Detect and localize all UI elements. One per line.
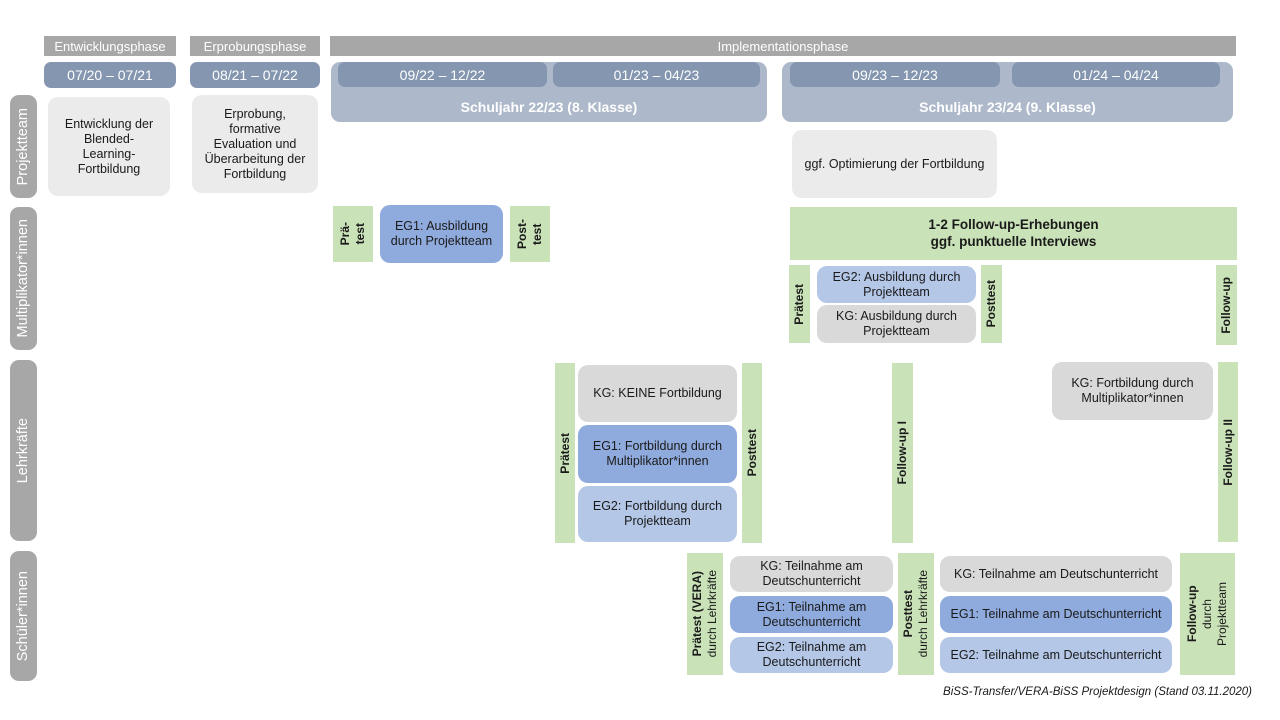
sidebar-row-projektteam: Projektteam [10, 95, 37, 198]
date-bar-0922-1222: 09/22 – 12/22 [338, 62, 547, 87]
bar-text: Follow-up II [1220, 418, 1235, 486]
box-erprobung-evaluation: Erprobung, formative Evaluation und Über… [192, 95, 318, 193]
box-eg2-ausbildung: EG2: Ausbildung durch Projektteam [817, 266, 976, 303]
phase-label: Erprobungsphase [203, 38, 307, 54]
date-label: 07/20 – 07/21 [67, 67, 153, 83]
bar-text: durch [1200, 598, 1214, 630]
box-text: KG: Ausbildung durch Projektteam [836, 309, 957, 338]
row-label: Projektteam [15, 107, 32, 186]
date-bar-0923-1223: 09/23 – 12/23 [790, 62, 1000, 87]
bar-followup-multiplikator: Follow-up [1216, 265, 1237, 345]
box-text: 1-2 Follow-up-Erhebungen [928, 217, 1099, 233]
bar-posttest-multiplikator-2: Posttest [981, 265, 1002, 343]
box-kg-keine-fortbildung: KG: KEINE Fortbildung [578, 365, 737, 422]
bar-praetest-multiplikator-1: Prä- test [333, 206, 373, 262]
box-text: KG: Teilnahme am Deutschunterricht [760, 559, 863, 588]
bar-text: Follow-up [1219, 276, 1233, 334]
bar-followup1-lehrkraefte: Follow-up I [892, 363, 913, 543]
box-eg1-fortbildung: EG1: Fortbildung durch Multiplikator*inn… [578, 425, 737, 483]
bar-text: Follow-up I [895, 421, 909, 485]
schoolyear-label: Schuljahr 22/23 (8. Klasse) [460, 99, 638, 115]
bar-text: Prä- [338, 222, 352, 246]
date-label: 09/22 – 12/22 [399, 66, 486, 83]
date-bar-0821-0722: 08/21 – 07/22 [190, 62, 320, 88]
box-kg-fortbildung-multiplikator: KG: Fortbildung durch Multiplikator*inne… [1052, 362, 1213, 420]
box-kg-teilnahme-2: KG: Teilnahme am Deutschunterricht [940, 556, 1172, 592]
box-eg2-fortbildung: EG2: Fortbildung durch Projektteam [578, 486, 737, 542]
bar-praetest-lehrkraefte: Prätest [555, 363, 575, 543]
box-text: EG2: Ausbildung durch Projektteam [832, 269, 961, 299]
box-text: EG1: Teilnahme am Deutschunterricht [756, 599, 867, 629]
box-text: KG: Fortbildung durch Multiplikator*inne… [1071, 376, 1194, 405]
date-bar-0124-0424: 01/24 – 04/24 [1012, 62, 1220, 87]
row-label: Schüler*innen [15, 570, 32, 662]
bar-posttest-lehrkraefte: Posttest [742, 363, 762, 543]
box-text: EG2: Teilnahme am Deutschunterricht [756, 640, 867, 669]
row-label: Multiplikator*innen [15, 219, 32, 338]
bar-text: Prätest [557, 432, 572, 474]
bar-text: durch Lehrkräfte [916, 570, 930, 658]
box-eg1-ausbildung: EG1: Ausbildung durch Projektteam [380, 205, 503, 263]
phase-bar-entwicklung: Entwicklungsphase [44, 36, 176, 56]
bar-followup-projektteam-schueler: Follow-up durch Projektteam [1180, 553, 1235, 675]
box-followup-erhebungen: 1-2 Follow-up-Erhebungen ggf. punktuelle… [790, 207, 1237, 260]
schoolyear-container-2324: 09/23 – 12/23 01/24 – 04/24 Schuljahr 23… [782, 62, 1233, 122]
bar-text: Posttest [744, 429, 759, 477]
box-text: EG1: Teilnahme am Deutschunterricht [950, 607, 1162, 621]
row-label: Lehrkräfte [15, 417, 32, 484]
date-label: 01/24 – 04/24 [1073, 66, 1159, 83]
bar-text: Projektteam [1215, 581, 1229, 647]
bar-text: Posttest [984, 280, 998, 328]
box-eg1-teilnahme-2: EG1: Teilnahme am Deutschunterricht [940, 596, 1172, 633]
diagram-caption: BiSS-Transfer/VERA-BiSS Projektdesign (S… [943, 686, 1252, 698]
phase-label: Entwicklungsphase [54, 38, 166, 54]
sidebar-row-schueler: Schüler*innen [10, 551, 37, 681]
phase-label: Implementationsphase [717, 38, 849, 54]
bar-text: test [530, 223, 544, 245]
bar-text: test [353, 223, 367, 245]
box-text: EG1: Ausbildung durch Projektteam [390, 219, 493, 248]
bar-text: Prätest [792, 283, 806, 325]
box-text: EG1: Fortbildung durch Multiplikator*inn… [592, 439, 723, 468]
phase-bar-implementation: Implementationsphase [330, 36, 1236, 56]
bar-praetest-multiplikator-2: Prätest [789, 265, 810, 343]
date-label: 01/23 – 04/23 [613, 66, 700, 83]
box-text: EG2: Teilnahme am Deutschunterricht [950, 647, 1162, 662]
bar-text: durch Lehrkräfte [705, 570, 719, 658]
box-optimierung-fortbildung: ggf. Optimierung der Fortbildung [792, 130, 997, 198]
box-entwicklung-fortbildung: Entwicklung der Blended-Learning-Fortbil… [48, 97, 170, 196]
box-text: ggf. punktuelle Interviews [930, 233, 1097, 249]
box-kg-teilnahme-1: KG: Teilnahme am Deutschunterricht [730, 556, 893, 592]
bar-posttest-multiplikator-1: Post- test [510, 206, 550, 262]
box-kg-ausbildung: KG: Ausbildung durch Projektteam [817, 305, 976, 343]
bar-praetest-vera-schueler: Prätest (VERA) durch Lehrkräfte [687, 553, 723, 675]
box-eg1-teilnahme-1: EG1: Teilnahme am Deutschunterricht [730, 596, 893, 633]
box-eg2-teilnahme-2: EG2: Teilnahme am Deutschunterricht [940, 637, 1172, 673]
date-label: 09/23 – 12/23 [852, 66, 938, 83]
sidebar-row-lehrkraefte: Lehrkräfte [10, 360, 37, 541]
bar-text: Post- [515, 219, 529, 249]
box-text: EG2: Fortbildung durch Projektteam [592, 499, 723, 528]
sidebar-row-multiplikator: Multiplikator*innen [10, 207, 37, 350]
bar-text: Posttest [901, 590, 915, 638]
box-text: Erprobung, formative Evaluation und Über… [204, 106, 306, 181]
box-text: KG: KEINE Fortbildung [593, 386, 722, 400]
bar-text: Prätest (VERA) [690, 571, 704, 657]
date-label: 08/21 – 07/22 [212, 67, 298, 83]
box-text: Entwicklung der Blended-Learning-Fortbil… [64, 116, 154, 176]
bar-followup2-lehrkraefte: Follow-up II [1218, 362, 1238, 542]
phase-bar-erprobung: Erprobungsphase [190, 36, 320, 56]
date-bar-0123-0423: 01/23 – 04/23 [553, 62, 760, 87]
bar-posttest-schueler: Posttest durch Lehrkräfte [898, 553, 934, 675]
box-text: ggf. Optimierung der Fortbildung [804, 156, 985, 171]
schoolyear-label: Schuljahr 23/24 (9. Klasse) [919, 99, 1096, 115]
date-bar-0720-0721: 07/20 – 07/21 [44, 62, 176, 88]
box-eg2-teilnahme-1: EG2: Teilnahme am Deutschunterricht [730, 637, 893, 673]
schoolyear-container-2223: 09/22 – 12/22 01/23 – 04/23 Schuljahr 22… [331, 62, 767, 122]
box-text: KG: Teilnahme am Deutschunterricht [953, 566, 1159, 581]
bar-text: Follow-up [1185, 585, 1199, 643]
